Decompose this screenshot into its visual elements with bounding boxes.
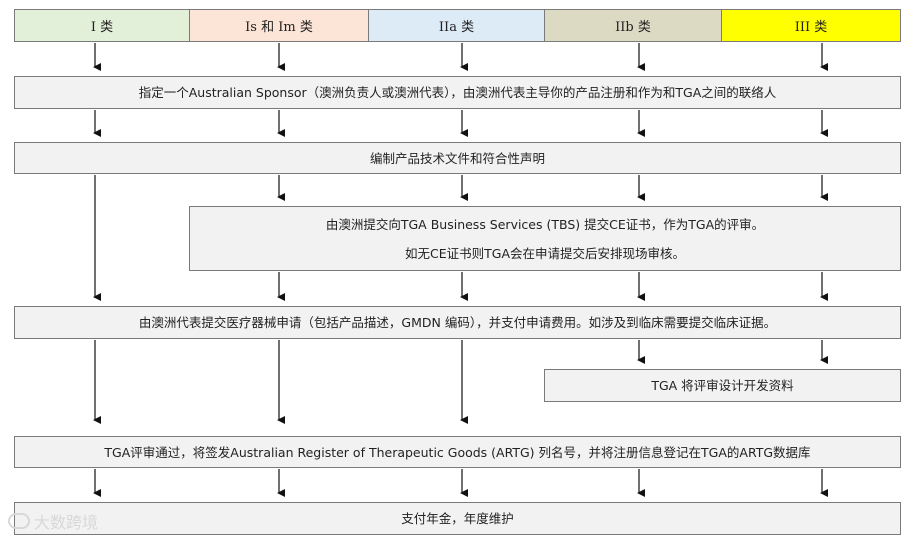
category-iia: IIa 类 <box>368 9 545 42</box>
step-application: 由澳洲代表提交医疗器械申请（包括产品描述，GMDN 编码），并支付申请费用。如涉… <box>14 306 901 339</box>
category-iib: IIb 类 <box>544 9 722 42</box>
category-is-im: Is 和 Im 类 <box>189 9 369 42</box>
category-iii: III 类 <box>721 9 901 42</box>
step-tbs-submission: 由澳洲提交向TGA Business Services (TBS) 提交CE证书… <box>189 206 901 271</box>
step-artg: TGA评审通过，将签发Australian Register of Therap… <box>14 436 901 468</box>
step-design-review: TGA 将评审设计开发资料 <box>544 369 901 402</box>
watermark-text: 大数跨境 <box>34 513 99 532</box>
watermark-logo-icon <box>8 513 30 529</box>
watermark: 大数跨境 <box>8 509 98 533</box>
tbs-line-2: 如无CE证书则TGA会在申请提交后安排现场审核。 <box>405 245 685 261</box>
step-technical-file: 编制产品技术文件和符合性声明 <box>14 142 901 174</box>
tbs-line-1: 由澳洲提交向TGA Business Services (TBS) 提交CE证书… <box>325 216 765 232</box>
step-annual-fee: 支付年金，年度维护 <box>14 502 901 535</box>
category-i: I 类 <box>14 9 190 42</box>
step-sponsor: 指定一个Australian Sponsor（澳洲负责人或澳洲代表），由澳洲代表… <box>14 76 901 109</box>
